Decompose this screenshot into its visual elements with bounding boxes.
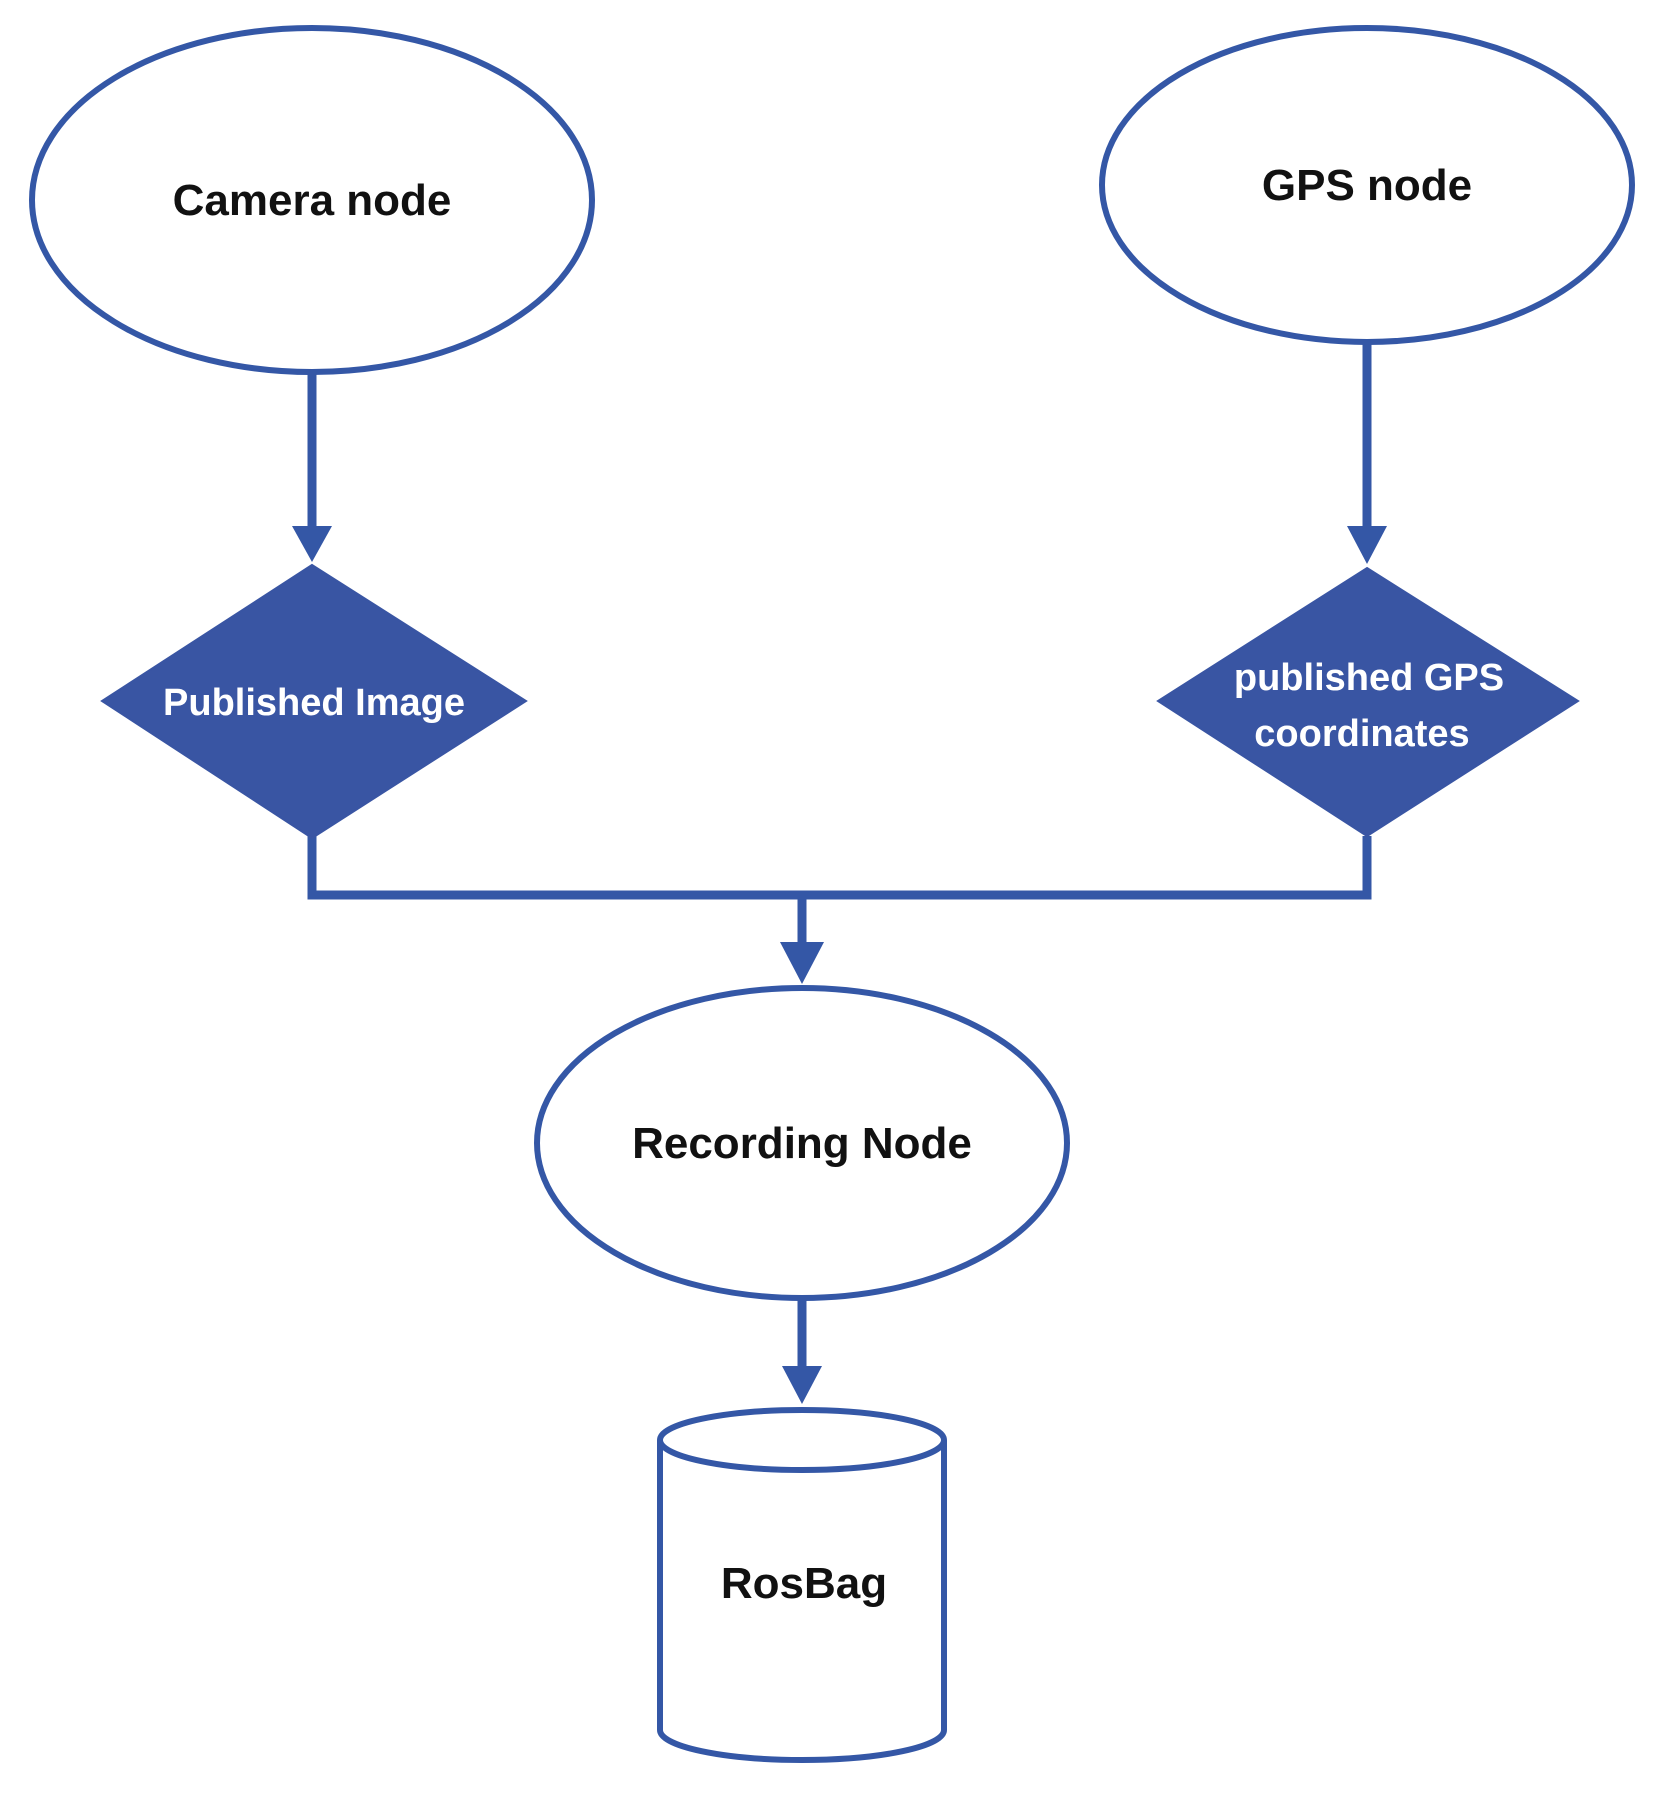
gps-node-shape [1099,25,1635,345]
rosbag-label: RosBag [721,1559,887,1608]
rosbag-body [657,1407,947,1763]
camera-node: Camera node [29,25,595,375]
recording-node-shape [534,985,1070,1301]
arrowhead-recording [780,942,824,984]
connectors [292,342,1387,1404]
recording-node-label: Recording Node [632,1119,972,1168]
published-image-node: Published Image [100,563,528,840]
rosbag-top-rim [657,1439,947,1473]
published-gps-label-line1: published GPS [1234,657,1504,699]
published-image-label: Published Image [163,682,465,724]
gps-node-label: GPS node [1262,161,1472,210]
camera-node-label: Camera node [173,176,452,225]
published-gps-shape [1156,566,1580,838]
recording-node: Recording Node [534,985,1070,1301]
arrowhead-rosbag [782,1366,822,1404]
published-gps-label-line2: coordinates [1254,713,1469,755]
gps-node: GPS node [1099,25,1635,345]
edge-merge-to-recording [307,836,1372,900]
camera-node-shape [29,25,595,375]
arrowhead-coordinates [1347,526,1387,564]
published-image-shape [100,563,528,840]
rosbag-node: RosBag [657,1407,947,1763]
arrowhead-image [292,526,332,562]
published-gps-node: published GPS coordinates [1156,566,1580,838]
